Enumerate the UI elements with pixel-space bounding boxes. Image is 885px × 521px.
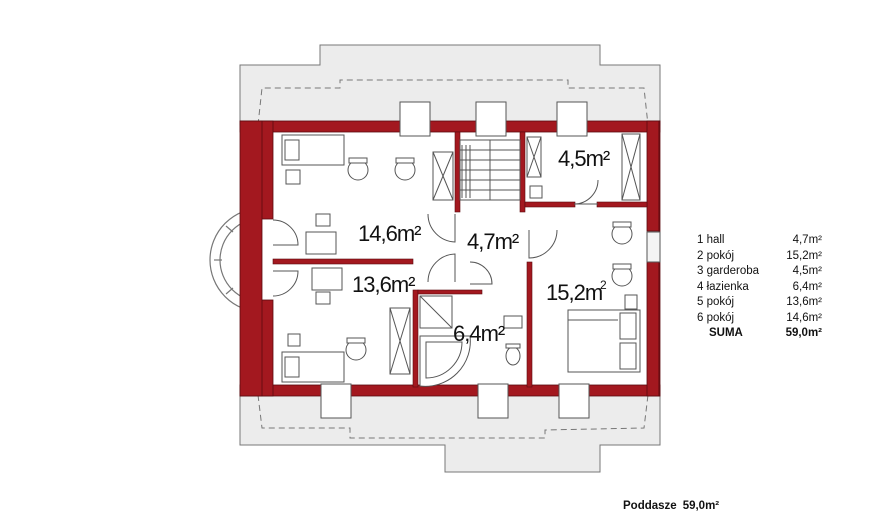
legend-row: 5 pokój 13,6m² bbox=[697, 295, 822, 311]
room-area-bottom-left: 13,6m² bbox=[352, 272, 415, 297]
staircase bbox=[459, 139, 521, 201]
furniture-beds bbox=[281, 134, 641, 383]
legend-row: 6 pokój 14,6m² bbox=[697, 311, 822, 327]
legend-sum-label: SUMA bbox=[709, 327, 743, 339]
legend-row: 1 hall 4,7m² bbox=[697, 233, 822, 249]
outer-walls bbox=[239, 120, 661, 397]
legend-row: 3 garderoba 4,5m² bbox=[697, 264, 822, 280]
legend-value: 14,6m² bbox=[786, 311, 822, 324]
interior-walls bbox=[272, 131, 648, 388]
roof-dashed-line bbox=[257, 79, 649, 439]
doors bbox=[272, 179, 599, 297]
legend-value: 4,7m² bbox=[792, 234, 822, 246]
room-area-right-superscript: 2 bbox=[600, 278, 607, 292]
room-area-top-left: 14,6m² bbox=[358, 221, 421, 246]
legend-row: 4 łazienka 6,4m² bbox=[697, 280, 822, 296]
bathroom-fixtures bbox=[419, 185, 543, 387]
legend-label: 2 pokój bbox=[697, 249, 735, 262]
room-area-bath: 6,4m² bbox=[453, 321, 505, 346]
room-area-right: 15,2m bbox=[546, 280, 602, 305]
wardrobes bbox=[389, 133, 641, 375]
room-area-hall: 4,7m² bbox=[467, 229, 519, 254]
windows bbox=[320, 101, 661, 419]
legend-label: 4 łazienka bbox=[697, 280, 749, 293]
legend-label: 5 pokój bbox=[697, 296, 735, 308]
legend-label: 6 pokój bbox=[697, 311, 735, 324]
legend-label: 3 garderoba bbox=[697, 265, 760, 277]
floor-total: Poddasze 59,0m² bbox=[623, 500, 719, 512]
legend-value: 13,6m² bbox=[786, 296, 822, 308]
legend-row: 2 pokój 15,2m² bbox=[697, 249, 822, 265]
furniture-chairs bbox=[285, 157, 638, 361]
legend-sum-value: 59,0m² bbox=[785, 327, 822, 339]
floor-title: Poddasze bbox=[623, 500, 677, 512]
legend-sum-row: SUMA 59,0m² bbox=[697, 326, 822, 342]
room-legend: 1 hall 4,7m² 2 pokój 15,2m² 3 garderoba 4,5… bbox=[697, 233, 822, 342]
floor-total-value: 59,0m² bbox=[682, 500, 720, 512]
room-area-top-right: 4,5m² bbox=[558, 146, 610, 171]
legend-value: 15,2m² bbox=[786, 249, 822, 262]
legend-value: 4,5m² bbox=[792, 265, 822, 277]
legend-value: 6,4m² bbox=[792, 280, 822, 293]
legend-label: 1 hall bbox=[697, 234, 725, 246]
